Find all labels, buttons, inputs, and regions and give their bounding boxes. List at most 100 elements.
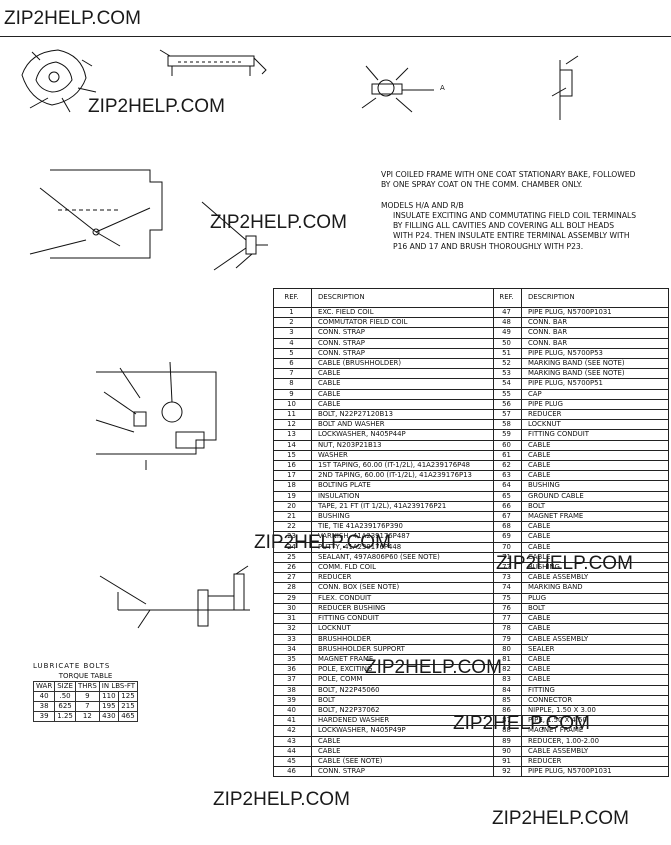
watermark: ZIP2HELP.COM — [453, 713, 590, 734]
description-cell: CONN. BAR — [521, 337, 669, 349]
ref-cell: 65 — [493, 490, 522, 502]
torque-title: LUBRICATE BOLTS — [33, 662, 111, 670]
ref-cell: 3 — [273, 327, 312, 339]
torque-cell: 9 — [74, 691, 100, 702]
description-cell: MARKING BAND — [521, 582, 669, 594]
description-cell: PIPE PLUG, N5700P1031 — [521, 306, 669, 319]
description-cell: FITTING CONDUIT — [521, 429, 669, 441]
watermark: ZIP2HELP.COM — [210, 212, 347, 233]
description-cell: LOCKNUT — [521, 419, 669, 431]
torque-header-war: WAR — [32, 681, 56, 692]
ref-cell: 4 — [273, 337, 312, 349]
ref-cell: 6 — [273, 358, 312, 370]
ref-cell: 74 — [493, 582, 522, 594]
description-cell: CABLE — [311, 745, 494, 757]
description-cell: PIPE PLUG, N5700P1031 — [521, 766, 669, 778]
ref-cell: 5 — [273, 347, 312, 360]
note-models-title: MODELS H/A AND R/B — [381, 200, 464, 210]
description-cell: BRUSHHOLDER SUPPORT — [311, 643, 494, 655]
header-ref-2: REF. — [493, 288, 522, 308]
ref-cell: 89 — [493, 735, 522, 747]
description-cell: BOLT — [521, 500, 669, 513]
watermark: ZIP2HELP.COM — [4, 8, 141, 29]
ref-cell: 17 — [273, 470, 312, 482]
description-cell: CONN. STRAP — [311, 327, 494, 339]
description-cell: BRUSHHOLDER — [311, 633, 494, 645]
ref-cell: 53 — [493, 368, 522, 380]
ref-cell: 48 — [493, 317, 522, 329]
description-cell: CABLE — [311, 388, 494, 400]
ref-cell: 85 — [493, 694, 522, 706]
ref-cell: 7 — [273, 368, 312, 380]
description-cell: CABLE ASSEMBLY — [521, 745, 669, 757]
description-cell: LOCKWASHER, N405P44P — [311, 429, 494, 441]
description-cell: CABLE (BRUSHHOLDER) — [311, 358, 494, 370]
description-cell: CONN. STRAP — [311, 337, 494, 349]
watermark: ZIP2HELP.COM — [496, 553, 633, 574]
ref-cell: 60 — [493, 439, 522, 451]
fitting-detail-drawing — [361, 65, 434, 113]
description-cell: CABLE — [521, 541, 669, 553]
torque-cell: 110 — [98, 691, 119, 702]
description-cell: CABLE — [521, 653, 669, 666]
ref-cell: 56 — [493, 398, 522, 411]
description-cell: CABLE — [521, 613, 669, 625]
description-cell: CABLE — [521, 460, 669, 472]
frame-section-drawing — [29, 169, 163, 259]
torque-cell: 39 — [32, 711, 56, 722]
ref-cell: 70 — [493, 541, 522, 553]
ref-cell: 40 — [273, 704, 312, 717]
ref-cell: 33 — [273, 633, 312, 645]
ref-cell: 35 — [273, 653, 312, 666]
ref-cell: 66 — [493, 500, 522, 513]
ref-cell: 26 — [273, 562, 312, 574]
ref-cell: 44 — [273, 745, 312, 757]
watermark: ZIP2HELP.COM — [213, 789, 350, 810]
description-cell: CABLE — [521, 674, 669, 686]
ref-cell: 12 — [273, 419, 312, 431]
description-cell: CABLE — [311, 735, 494, 747]
description-cell: MARKING BAND (SEE NOTE) — [521, 368, 669, 380]
description-cell: CABLE — [521, 439, 669, 451]
torque-table: TORQUE TABLE WAR SIZE THRS IN LBS-FT 40.… — [32, 672, 139, 722]
description-cell: BOLT — [521, 602, 669, 615]
ref-cell: 34 — [273, 643, 312, 655]
watermark: ZIP2HELP.COM — [492, 808, 629, 829]
description-cell: CABLE — [311, 378, 494, 390]
header-description-2: DESCRIPTION — [521, 288, 669, 308]
torque-header-thrs: THRS — [74, 681, 100, 692]
description-cell: MARKING BAND (SEE NOTE) — [521, 358, 669, 370]
description-cell: REDUCER, 1.00-2.00 — [521, 735, 669, 747]
description-cell: CABLE (SEE NOTE) — [311, 755, 494, 768]
description-cell: CABLE — [311, 368, 494, 380]
description-cell: FLEX. CONDUIT — [311, 592, 494, 604]
torque-cell: 125 — [117, 691, 139, 702]
ref-cell: 84 — [493, 684, 522, 696]
ref-cell: 59 — [493, 429, 522, 441]
note-vpi: VPI COILED FRAME WITH ONE COAT STATIONAR… — [381, 170, 636, 179]
terminal-detail-drawing — [551, 55, 579, 120]
description-cell: REDUCER — [521, 755, 669, 768]
